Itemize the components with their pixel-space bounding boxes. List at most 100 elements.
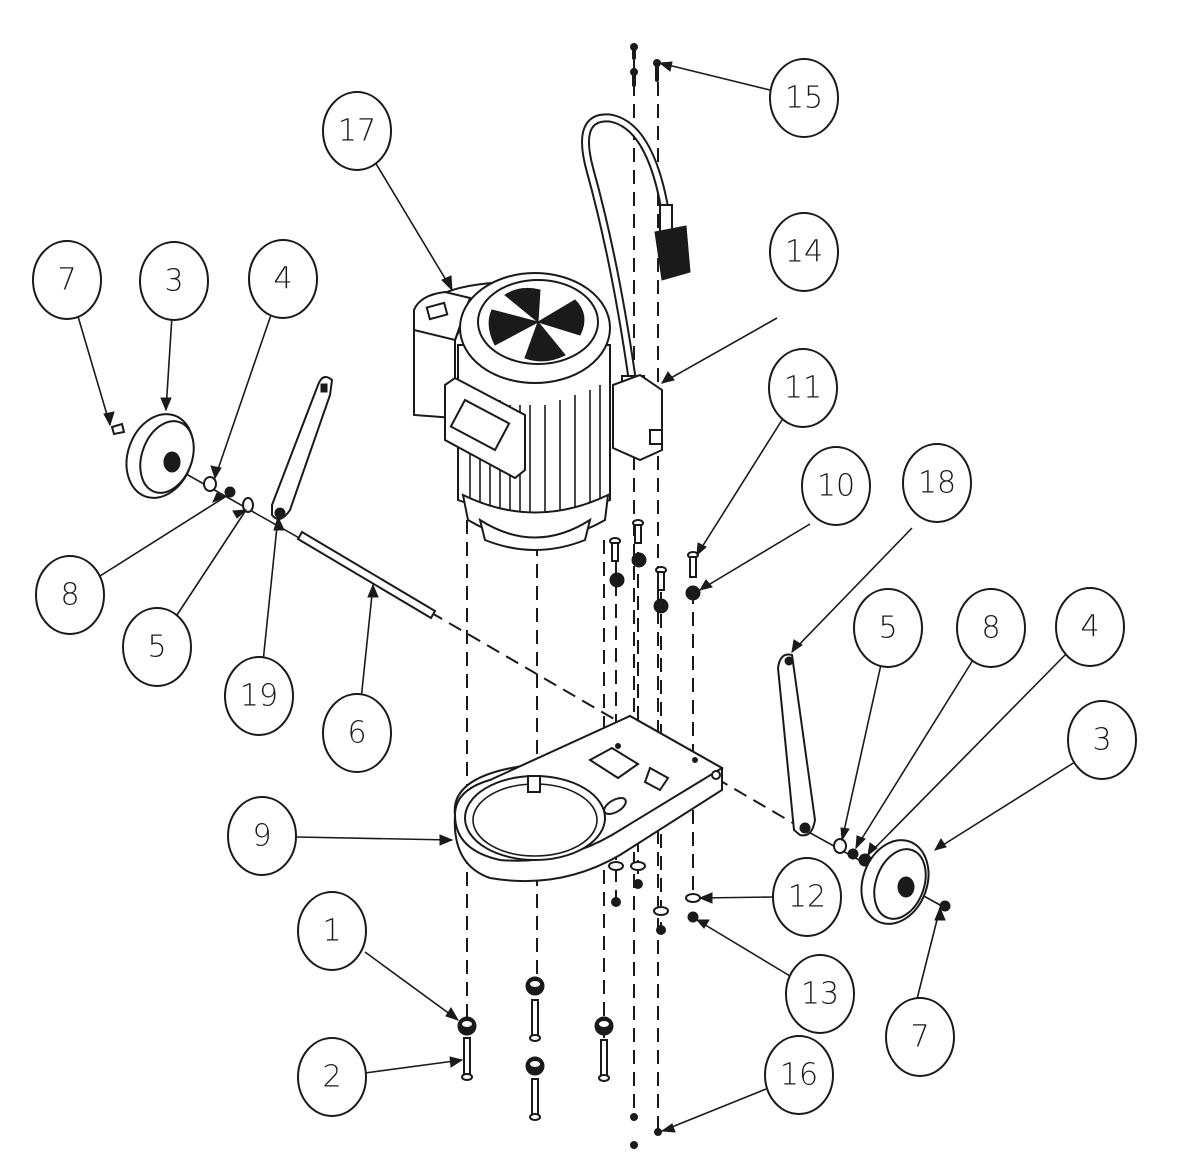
left-wheel-screw-7	[110, 422, 126, 436]
balloon-3: 3	[139, 241, 209, 321]
nut	[611, 897, 621, 907]
balloon-4: 4	[1055, 587, 1125, 667]
motor-assembly	[413, 272, 611, 551]
balloon-8: 8	[35, 555, 105, 635]
balloon-6: 6	[322, 693, 392, 773]
svg-text:4: 4	[273, 262, 292, 297]
hose-assembly	[581, 113, 691, 462]
svg-text:19: 19	[240, 679, 278, 714]
svg-text:10: 10	[817, 469, 855, 504]
svg-text:4: 4	[1080, 610, 1099, 645]
balloon-7: 7	[32, 240, 102, 320]
hose-connector-tab	[649, 429, 663, 445]
bolt-b	[631, 519, 647, 568]
right-arm	[776, 653, 817, 837]
axle-rod	[296, 530, 437, 620]
bolt-a	[609, 537, 625, 588]
balloon-10: 10	[801, 446, 871, 526]
svg-text:5: 5	[878, 611, 897, 646]
bolt-c	[653, 566, 669, 614]
svg-text:5: 5	[147, 630, 166, 665]
motor-spigot	[478, 517, 592, 551]
svg-text:8: 8	[60, 578, 79, 613]
foot-right	[594, 1016, 614, 1082]
right-wheel	[833, 838, 951, 925]
balloon-16: 16	[764, 1035, 834, 1115]
right-spacer-5	[833, 838, 847, 854]
left-wheel	[110, 413, 254, 513]
quick-coupler-icon	[654, 225, 691, 281]
balloon-13: 13	[785, 954, 855, 1034]
foot-center	[525, 976, 545, 1121]
balloon-5: 5	[122, 607, 192, 687]
mounting-hardware-lower	[608, 861, 701, 935]
balloon-17: 17	[322, 91, 392, 171]
svg-text:3: 3	[1092, 723, 1111, 758]
axle	[296, 530, 437, 620]
right-arm-bar	[776, 653, 817, 837]
balloon-15: 15	[769, 58, 839, 138]
left-wheel-hub	[163, 451, 181, 473]
balloon-8: 8	[956, 588, 1026, 668]
left-arm-pivot	[274, 507, 286, 519]
svg-text:14: 14	[785, 235, 823, 270]
mounting-bolts-upper	[609, 519, 701, 614]
left-arm-bar	[271, 375, 334, 520]
right-wheel-hub	[897, 876, 915, 898]
hose-inner	[583, 115, 668, 379]
explode-lines	[164, 60, 941, 1130]
foot-left	[457, 1016, 477, 1081]
svg-text:13: 13	[801, 977, 839, 1012]
feet-hardware	[457, 976, 614, 1121]
balloon-9: 9	[227, 796, 297, 876]
svg-text:1: 1	[322, 914, 341, 949]
nut-10	[685, 585, 701, 601]
balloon-14: 14	[769, 212, 839, 292]
right-washer-8	[847, 848, 859, 860]
balloon-5: 5	[853, 588, 923, 668]
svg-text:9: 9	[252, 819, 271, 854]
svg-text:15: 15	[785, 81, 823, 116]
washer	[630, 861, 646, 871]
fan-blades-icon	[488, 287, 585, 362]
explode-line-axle	[429, 611, 806, 831]
svg-text:11: 11	[784, 371, 822, 406]
nut	[633, 879, 643, 889]
balloon-12: 12	[772, 857, 842, 937]
left-washer-4	[203, 476, 217, 492]
base-ring-clip	[527, 775, 541, 793]
top-screws	[630, 43, 661, 87]
svg-text:8: 8	[981, 611, 1000, 646]
leader-arrows	[103, 61, 947, 1133]
svg-text:2: 2	[322, 1060, 341, 1095]
leader-lines	[76, 62, 1076, 1132]
left-washer-8	[224, 486, 236, 498]
svg-text:17: 17	[338, 114, 376, 149]
base-slot-tab	[643, 766, 670, 792]
svg-text:7: 7	[57, 263, 76, 298]
svg-text:18: 18	[918, 466, 956, 501]
svg-text:7: 7	[910, 1020, 929, 1055]
left-arm	[271, 375, 334, 520]
base-plate	[453, 714, 724, 883]
bottom-screws	[630, 1113, 662, 1149]
hose-connector-block	[612, 373, 663, 462]
svg-text:16: 16	[780, 1058, 818, 1093]
balloon-3: 3	[1067, 700, 1137, 780]
bolt-11	[687, 551, 699, 578]
power-switch-icon	[425, 301, 449, 321]
base-slot-hole	[603, 797, 627, 815]
nut	[656, 925, 666, 935]
washer-12	[685, 893, 701, 903]
balloon-4: 4	[248, 239, 318, 319]
svg-text:3: 3	[164, 264, 183, 299]
terminal-box-plate	[449, 398, 511, 452]
washer	[608, 861, 624, 871]
balloon-7: 7	[885, 997, 955, 1077]
balloon-1: 1	[297, 891, 367, 971]
item-balloons: 7 3 4 17 15 14 11 10 18 8 5 19 6 5 8 4 3…	[32, 58, 1137, 1117]
axle-bore	[711, 770, 721, 780]
right-arm-pivot-top	[784, 656, 794, 666]
